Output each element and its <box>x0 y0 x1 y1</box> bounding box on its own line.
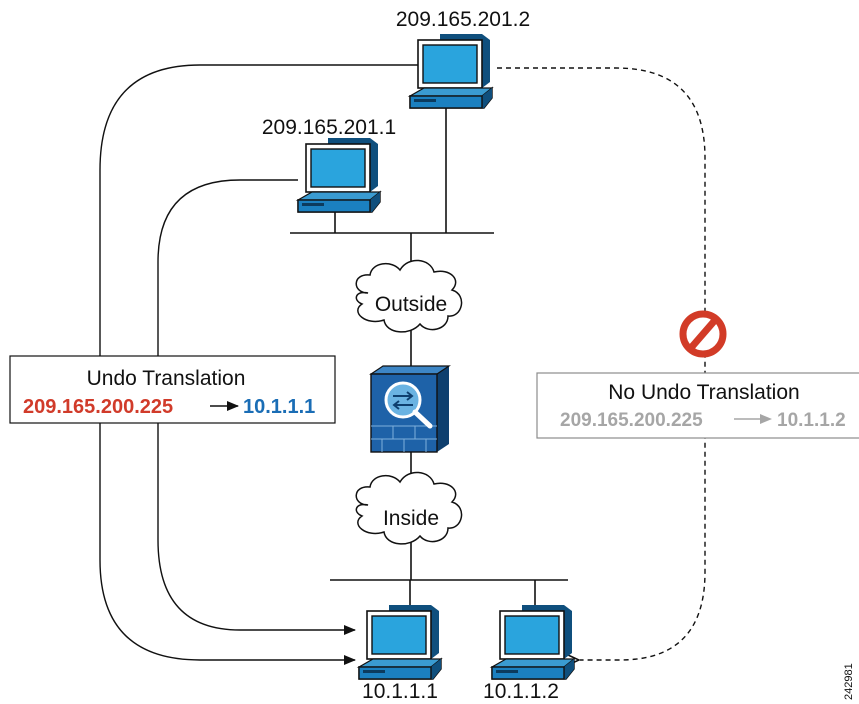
host-label-outside-top: 209.165.201.2 <box>396 8 530 31</box>
no-undo-translation-title: No Undo Translation <box>608 381 799 404</box>
host-label-outside-mid: 209.165.201.1 <box>262 116 396 139</box>
computer-icon <box>491 604 575 680</box>
undo-to-ip: 10.1.1.1 <box>243 396 315 418</box>
no-undo-from-ip: 209.165.200.225 <box>560 410 703 431</box>
firewall-icon <box>369 365 451 453</box>
prohibited-icon <box>679 310 727 358</box>
undo-from-ip: 209.165.200.225 <box>23 396 173 418</box>
host-10-1-1-2: 10.1.1.2 <box>483 604 575 703</box>
computer-icon <box>358 604 442 680</box>
computer-icon <box>409 33 493 109</box>
computer-icon <box>297 137 381 213</box>
outside-cloud: Outside <box>355 259 463 333</box>
inside-cloud-label: Inside <box>383 507 439 530</box>
outside-cloud-label: Outside <box>375 293 447 316</box>
flow-arrow-blocked <box>497 67 706 660</box>
undo-translation-title: Undo Translation <box>87 367 246 390</box>
host-209-165-201-2: 209.165.201.2 <box>396 8 530 109</box>
host-209-165-201-1: 209.165.201.1 <box>262 116 396 213</box>
no-undo-to-ip: 10.1.1.2 <box>777 410 846 431</box>
inside-cloud: Inside <box>355 471 463 545</box>
figure-id: 242981 <box>843 663 855 700</box>
host-10-1-1-1: 10.1.1.1 <box>358 604 442 703</box>
undo-translation-box: Undo Translation 209.165.200.225 10.1.1.… <box>9 355 336 424</box>
host-label-inside-left: 10.1.1.1 <box>362 680 438 703</box>
no-undo-translation-box: No Undo Translation 209.165.200.225 10.1… <box>536 372 859 439</box>
host-label-inside-right: 10.1.1.2 <box>483 680 559 703</box>
